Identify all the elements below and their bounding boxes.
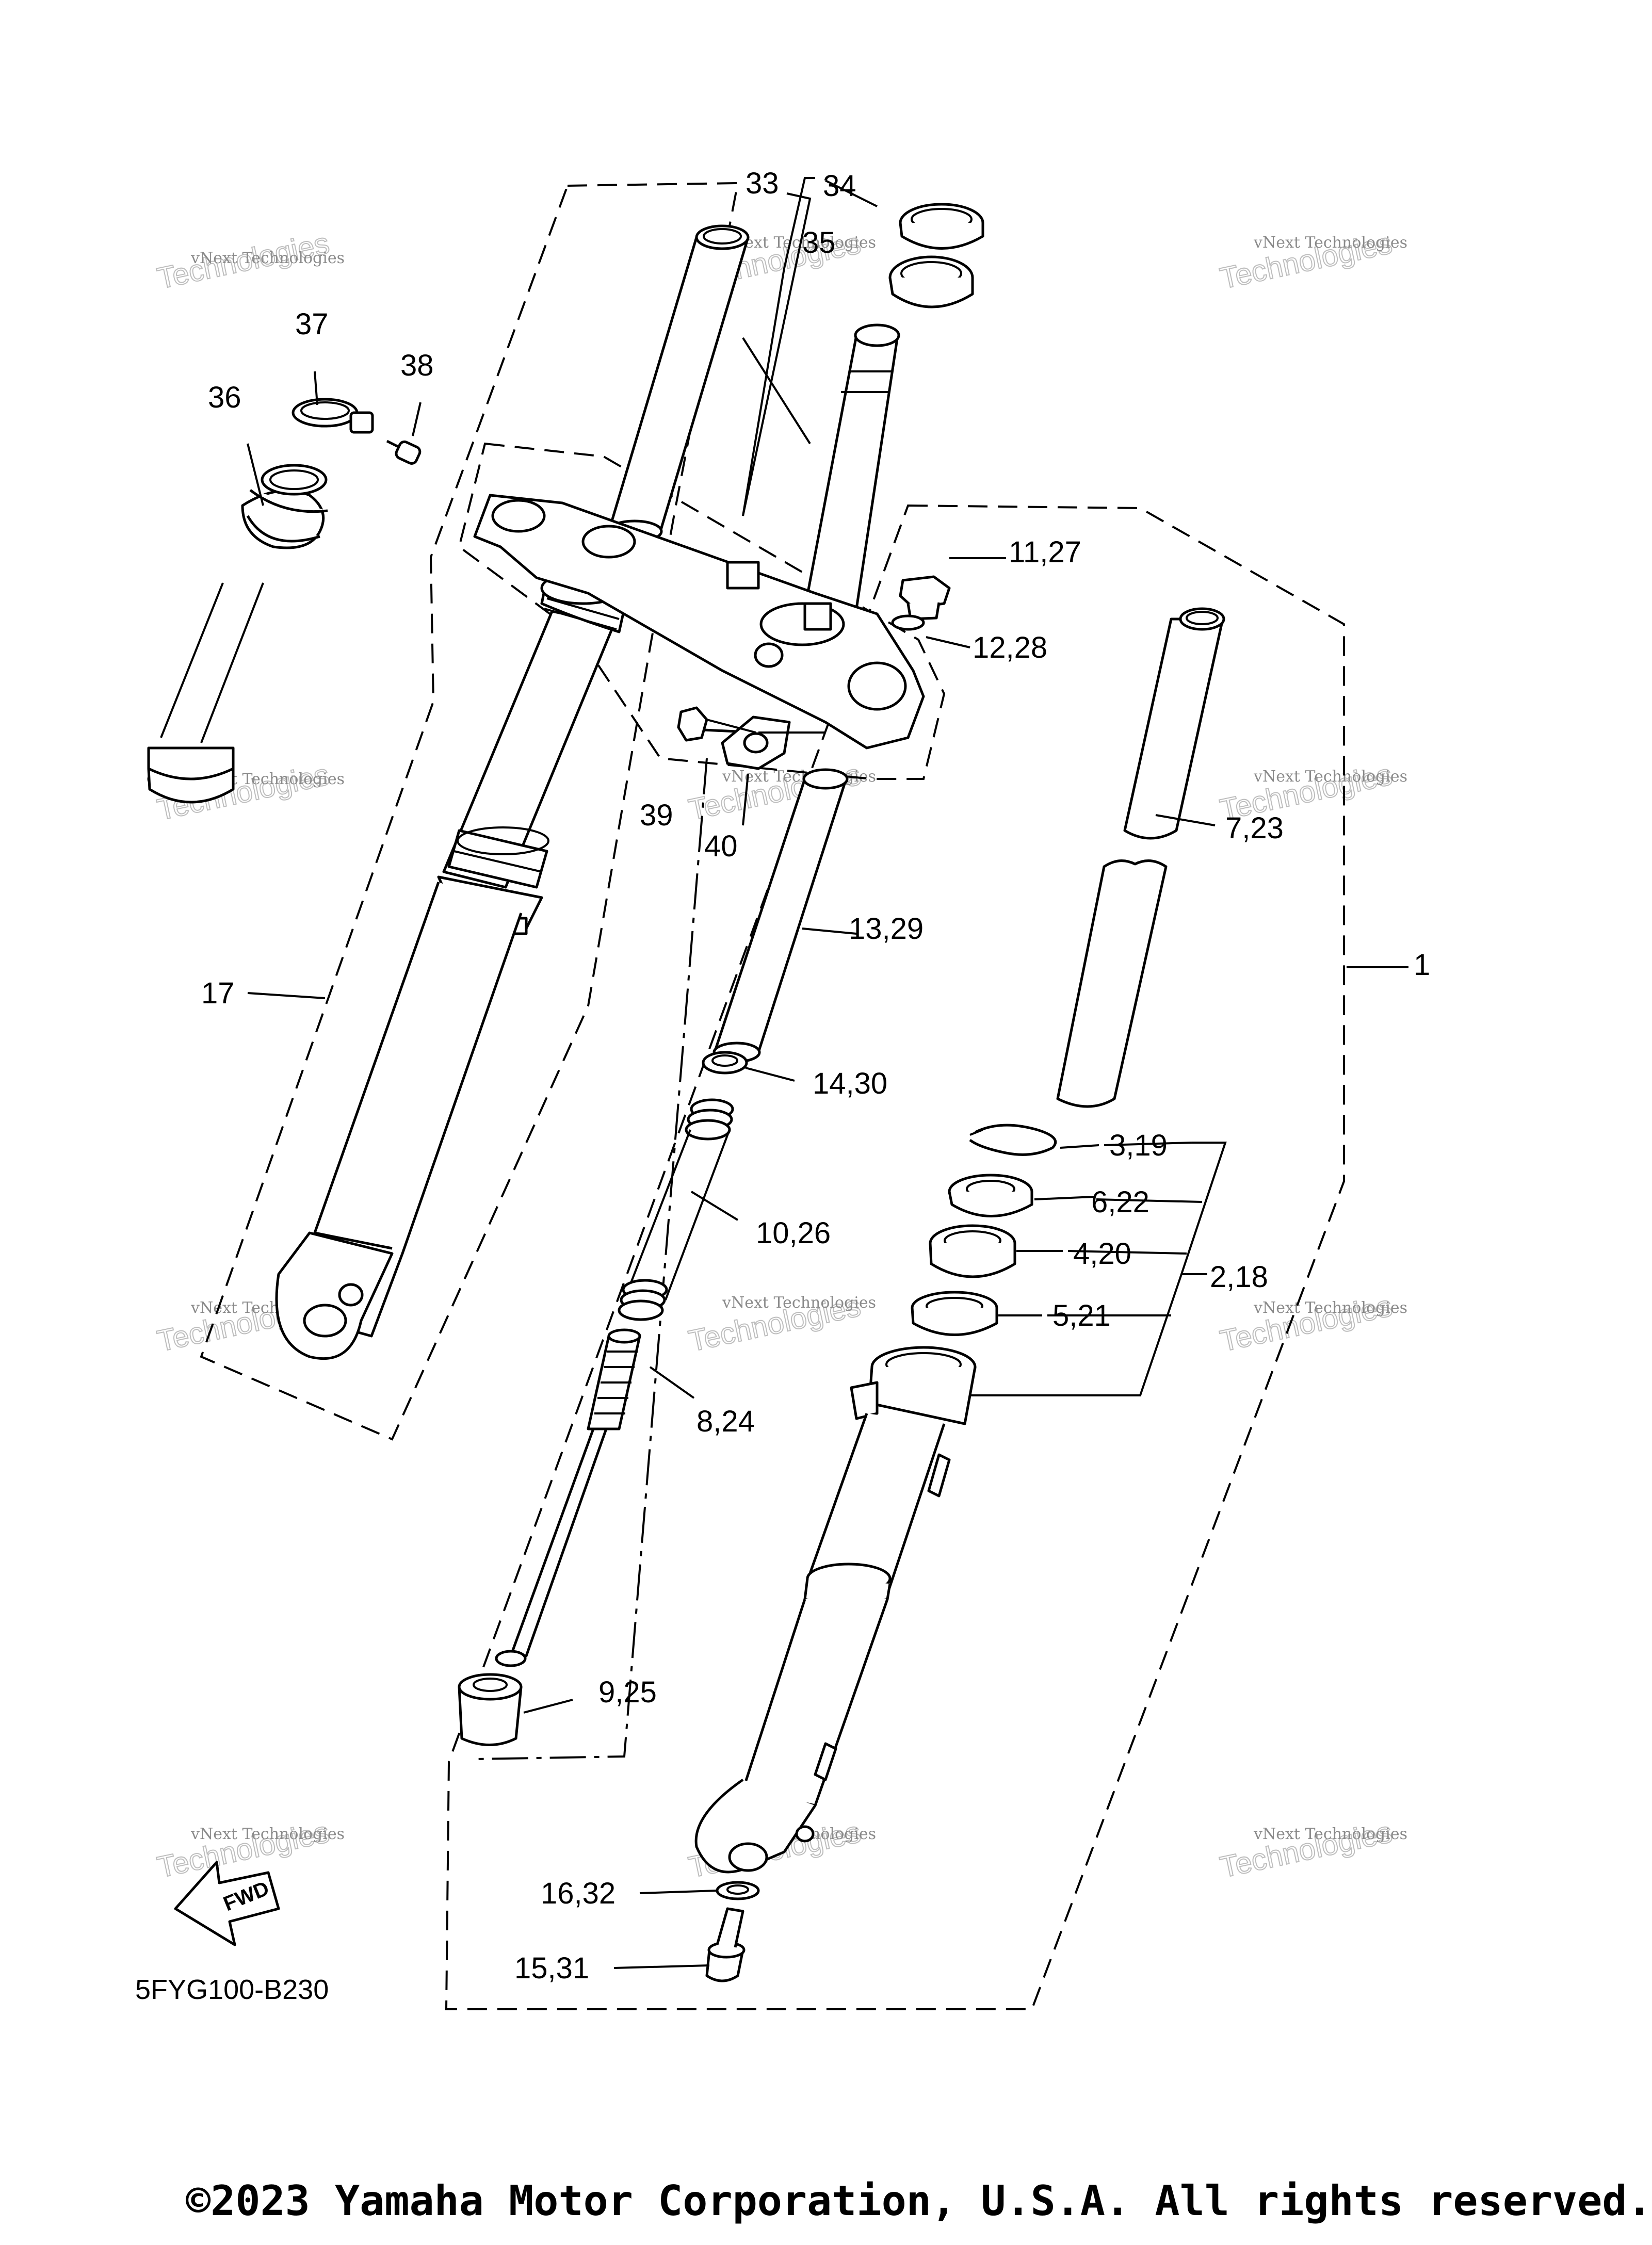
watermarks: Technologies vNext Technologies Technolo… xyxy=(154,226,1407,1885)
outer-tube xyxy=(694,1346,977,1874)
dust-seal xyxy=(948,1174,1033,1217)
right-inner-tube xyxy=(1056,607,1225,1108)
diagram-code: 5FYG100-B230 xyxy=(135,1974,329,2005)
callout-15-31: 15,31 xyxy=(514,1951,589,1985)
svg-text:vNext Technologies: vNext Technologies xyxy=(190,1825,345,1843)
callout-7-23: 7,23 xyxy=(1225,811,1284,845)
callout-38: 38 xyxy=(400,349,434,382)
callout-6-22: 6,22 xyxy=(1091,1185,1149,1219)
watermark: Technologies vNext Technologies xyxy=(154,1815,345,1885)
callout-13-29: 13,29 xyxy=(849,912,924,946)
callout-2-18: 2,18 xyxy=(1210,1260,1268,1294)
callout-36: 36 xyxy=(208,381,241,414)
callout-3-19: 3,19 xyxy=(1109,1129,1168,1162)
callout-35: 35 xyxy=(802,226,836,259)
o-ring xyxy=(891,614,925,631)
right-fork-group-outline xyxy=(445,504,1345,2010)
callout-labels: 33 34 35 37 38 36 11,27 12,28 39 40 7,23… xyxy=(201,167,1430,1985)
callout-40: 40 xyxy=(704,829,738,863)
watermark: Technologies vNext Technologies xyxy=(1217,1289,1407,1359)
circlip xyxy=(969,1124,1057,1156)
svg-text:vNext Technologies: vNext Technologies xyxy=(1253,1825,1407,1843)
callout-34: 34 xyxy=(823,169,856,203)
watermark: Technologies vNext Technologies xyxy=(685,757,876,827)
fork-spring xyxy=(618,1098,734,1321)
callout-1: 1 xyxy=(1414,948,1430,982)
callout-39: 39 xyxy=(640,799,673,832)
fork-collar xyxy=(712,768,849,1063)
damper-bolt xyxy=(705,1907,746,1982)
callout-33: 33 xyxy=(746,167,779,200)
callout-8-24: 8,24 xyxy=(697,1405,755,1438)
svg-text:vNext Technologies: vNext Technologies xyxy=(1253,1299,1407,1317)
inner-rod-group-outline xyxy=(474,758,708,1760)
fwd-arrow-icon: FWD xyxy=(174,1861,280,1946)
clamp-screw xyxy=(386,440,422,465)
watermark: Technologies vNext Technologies xyxy=(685,1289,876,1359)
bearing-race xyxy=(888,255,974,308)
bolt-gasket xyxy=(716,1881,760,1900)
callout-14-30: 14,30 xyxy=(813,1067,887,1100)
svg-text:vNext Technologies: vNext Technologies xyxy=(722,1294,876,1312)
cable-bracket xyxy=(721,715,791,770)
callout-37: 37 xyxy=(295,307,329,341)
steering-stem xyxy=(803,323,900,610)
svg-text:vNext Technologies: vNext Technologies xyxy=(1253,234,1407,252)
callout-10-26: 10,26 xyxy=(756,1216,831,1250)
left-fork-assembly xyxy=(275,571,626,1360)
cap-bolt xyxy=(899,575,951,621)
callout-11-27: 11,27 xyxy=(1009,535,1081,569)
seal-washer xyxy=(911,1291,998,1336)
callout-16-32: 16,32 xyxy=(541,1877,616,1910)
spring-seat xyxy=(702,1051,748,1075)
upper-bracket-group-outline xyxy=(458,442,946,780)
callout-4-20: 4,20 xyxy=(1073,1237,1131,1271)
callout-9-25: 9,25 xyxy=(598,1675,657,1709)
svg-text:vNext Technologies: vNext Technologies xyxy=(1253,768,1407,786)
copyright-notice: ©2023 Yamaha Motor Corporation, U.S.A. A… xyxy=(186,2177,1652,2225)
bracket-bolt xyxy=(677,706,759,742)
damper-rod xyxy=(495,1328,641,1667)
callout-5-21: 5,21 xyxy=(1052,1299,1111,1332)
leader-lines xyxy=(247,177,1408,1969)
watermark: Technologies vNext Technologies xyxy=(1217,1815,1407,1885)
svg-text:vNext Technologies: vNext Technologies xyxy=(190,249,345,267)
fork-oil-seal xyxy=(929,1224,1016,1278)
fork-boot xyxy=(147,464,328,804)
boot-clamp xyxy=(291,398,374,434)
lower-bracket xyxy=(473,494,925,750)
oil-seal xyxy=(899,203,984,250)
watermark: Technologies vNext Technologies xyxy=(1217,226,1407,296)
front-fork-exploded-diagram: Technologies vNext Technologies Technolo… xyxy=(135,167,1430,2010)
callout-17: 17 xyxy=(201,977,235,1010)
callout-12-28: 12,28 xyxy=(973,631,1047,664)
watermark: Technologies vNext Technologies xyxy=(154,226,345,296)
oil-lock-piece xyxy=(458,1673,523,1746)
